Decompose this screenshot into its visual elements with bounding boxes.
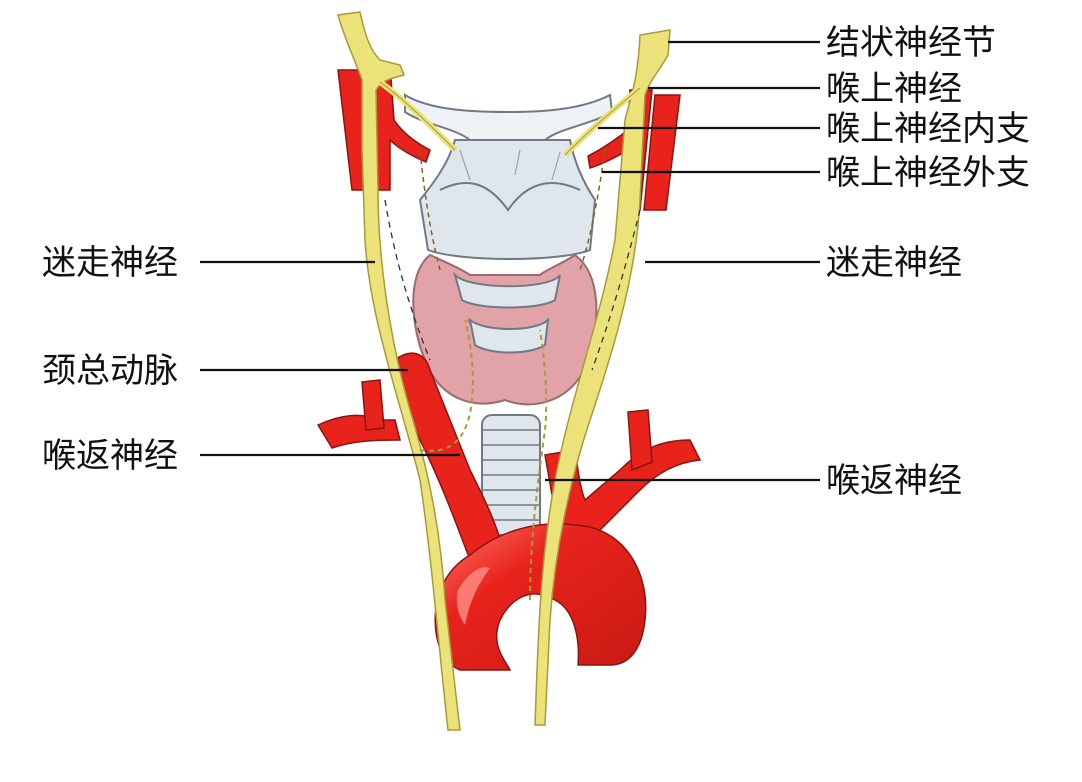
trachea [453, 271, 561, 536]
thyroid-cartilage [418, 139, 597, 260]
label-nodose-ganglion: 结状神经节 [826, 23, 996, 63]
label-internal-branch: 喉上神经内支 [826, 109, 1030, 149]
leader-lines [200, 40, 820, 482]
label-superior-laryngeal-nerve: 喉上神经 [826, 69, 962, 109]
label-recurrent-right: 喉返神经 [826, 461, 962, 501]
hyoid-bone [404, 93, 614, 141]
label-external-branch: 喉上神经外支 [826, 153, 1030, 193]
label-vagus-left: 迷走神经 [42, 243, 178, 283]
label-recurrent-left: 喉返神经 [42, 436, 178, 476]
label-common-carotid: 颈总动脉 [42, 351, 178, 391]
aortic-arch [316, 352, 702, 671]
labels: 结状神经节 喉上神经 喉上神经内支 喉上神经外支 迷走神经 迷走神经 颈总动脉 … [42, 23, 1030, 501]
label-vagus-right: 迷走神经 [826, 243, 962, 283]
